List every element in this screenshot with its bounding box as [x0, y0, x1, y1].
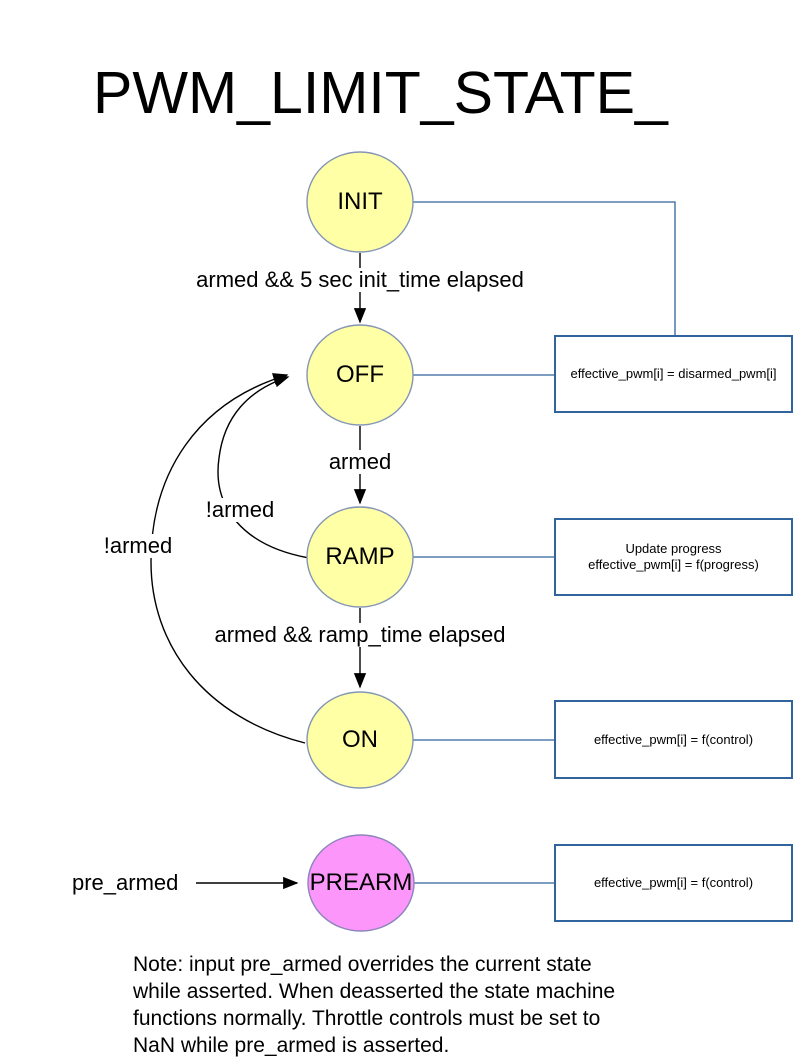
action-text-prearm: effective_pwm[i] = f(control) [593, 875, 754, 890]
transition-label-off-ramp: armed [324, 450, 396, 474]
transition-label-ramp-on: armed && ramp_time elapsed [210, 623, 510, 647]
input-label-pre-armed: pre_armed [72, 870, 179, 895]
state-label-off: OFF [336, 361, 384, 388]
page-title: PWM_LIMIT_STATE_ [93, 60, 668, 126]
action-box-on [554, 700, 793, 779]
note-text: Note: input pre_armed overrides the curr… [133, 951, 615, 1058]
transition-label-on-off: !armed [99, 534, 177, 558]
state-label-on: ON [342, 726, 378, 753]
action-text-off: effective_pwm[i] = disarmed_pwm[i] [570, 366, 777, 381]
action-text-ramp-line2: effective_pwm[i] = f(progress) [588, 557, 759, 572]
action-text-ramp-line1: Update progress [625, 541, 722, 556]
state-label-init: INIT [337, 188, 383, 215]
note-line-4: NaN while pre_armed is asserted. [133, 1034, 450, 1057]
transition-label-ramp-off: !armed [201, 498, 279, 522]
transition-label-init-off: armed && 5 sec init_time elapsed [192, 268, 528, 292]
transition-curve-ramp-off [217, 375, 310, 559]
state-node-on [306, 691, 414, 789]
state-node-prearm [307, 834, 415, 932]
note-line-2: while asserted. When deasserted the stat… [133, 980, 616, 1003]
state-label-ramp: RAMP [325, 543, 395, 570]
state-node-init [306, 151, 414, 253]
action-box-off [554, 335, 793, 413]
action-box-prearm [554, 844, 793, 922]
state-node-ramp [306, 506, 414, 608]
transition-curve-on-off [150, 373, 306, 744]
connector-init-to-box [413, 201, 676, 335]
action-text-on: effective_pwm[i] = f(control) [593, 731, 754, 747]
note-line-3: functions normally. Throttle controls mu… [133, 1007, 601, 1030]
state-node-off [306, 324, 414, 426]
action-box-ramp [554, 518, 793, 596]
action-text-ramp: Update progress effective_pwm[i] = f(pro… [555, 519, 792, 595]
note-line-1: Note: input pre_armed overrides the curr… [133, 953, 592, 976]
state-label-prearm: PREARM [309, 869, 413, 896]
